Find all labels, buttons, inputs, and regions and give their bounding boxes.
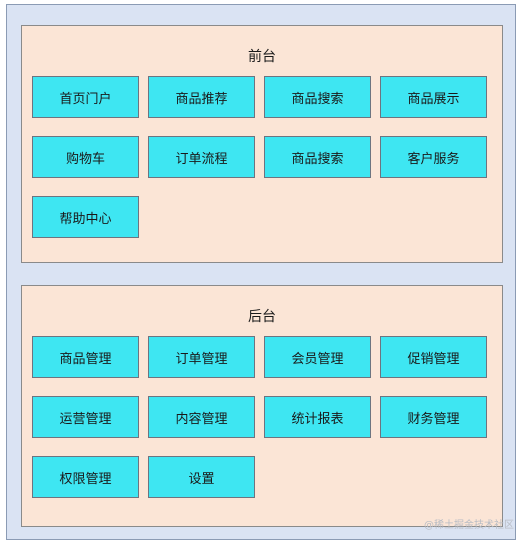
module-product-management: 商品管理 bbox=[32, 336, 139, 378]
module-product-display: 商品展示 bbox=[380, 76, 487, 118]
backend-panel: 后台 商品管理 订单管理 会员管理 促销管理 运营管理 内容管理 统计报表 财务… bbox=[21, 285, 503, 527]
module-statistics-reports: 统计报表 bbox=[264, 396, 371, 438]
module-product-search-2: 商品搜索 bbox=[264, 136, 371, 178]
module-promotion-management: 促销管理 bbox=[380, 336, 487, 378]
module-product-recommendation: 商品推荐 bbox=[148, 76, 255, 118]
frontend-module-grid: 首页门户 商品推荐 商品搜索 商品展示 购物车 订单流程 商品搜索 客户服务 帮… bbox=[32, 76, 487, 238]
module-finance-management: 财务管理 bbox=[380, 396, 487, 438]
module-settings: 设置 bbox=[148, 456, 255, 498]
module-help-center: 帮助中心 bbox=[32, 196, 139, 238]
backend-title: 后台 bbox=[248, 309, 276, 325]
module-order-flow: 订单流程 bbox=[148, 136, 255, 178]
backend-module-grid: 商品管理 订单管理 会员管理 促销管理 运营管理 内容管理 统计报表 财务管理 … bbox=[32, 336, 487, 498]
frontend-title: 前台 bbox=[248, 49, 276, 65]
module-content-management: 内容管理 bbox=[148, 396, 255, 438]
module-operations-management: 运营管理 bbox=[32, 396, 139, 438]
module-permission-management: 权限管理 bbox=[32, 456, 139, 498]
module-customer-service: 客户服务 bbox=[380, 136, 487, 178]
architecture-diagram: 前台 首页门户 商品推荐 商品搜索 商品展示 购物车 订单流程 商品搜索 客户服… bbox=[6, 4, 516, 540]
module-product-search: 商品搜索 bbox=[264, 76, 371, 118]
module-shopping-cart: 购物车 bbox=[32, 136, 139, 178]
module-member-management: 会员管理 bbox=[264, 336, 371, 378]
watermark: @稀土掘金技术社区 bbox=[424, 520, 514, 531]
module-homepage-portal: 首页门户 bbox=[32, 76, 139, 118]
frontend-panel: 前台 首页门户 商品推荐 商品搜索 商品展示 购物车 订单流程 商品搜索 客户服… bbox=[21, 25, 503, 263]
module-order-management: 订单管理 bbox=[148, 336, 255, 378]
